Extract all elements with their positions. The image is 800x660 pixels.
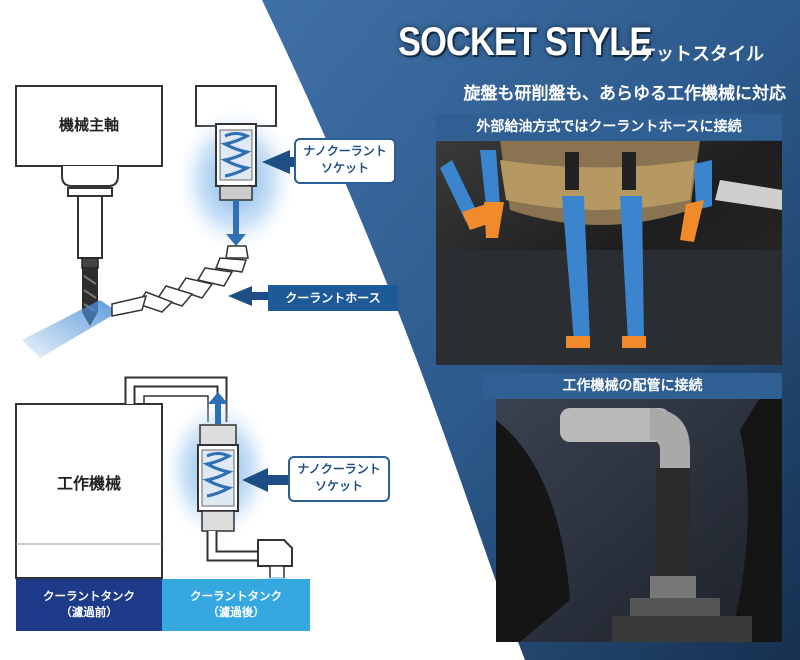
photo-machine-piping <box>496 398 782 642</box>
coolant-hose-segments <box>111 245 249 317</box>
callout-arrows <box>228 150 296 492</box>
photo-caption-bottom: 工作機械の配管に接続 <box>483 373 782 399</box>
machine-box <box>15 403 163 579</box>
photo-coolant-hose <box>436 141 782 365</box>
photo-caption-top: 外部給油方式ではクーラントホースに接続 <box>436 114 782 140</box>
page-title-kana: ソケットスタイル <box>620 44 764 65</box>
page-title: SOCKET STYLE <box>398 20 652 64</box>
tank-before-filter: クーラントタンク （濾過前） <box>16 579 162 631</box>
coolant-hose-label: クーラントホース <box>268 285 398 311</box>
page-subtitle: 旋盤も研削盤も、あらゆる工作機械に対応 <box>463 84 787 104</box>
tank-after-filter: クーラントタンク （濾過後） <box>162 579 310 631</box>
machine-label: 工作機械 <box>56 474 121 493</box>
spindle-label: 機械主軸 <box>58 116 119 134</box>
socket-callout-bottom: ナノクーラント ソケット <box>288 456 390 502</box>
coolant-spray <box>22 300 118 358</box>
socket-callout-top: ナノクーラント ソケット <box>294 138 396 184</box>
